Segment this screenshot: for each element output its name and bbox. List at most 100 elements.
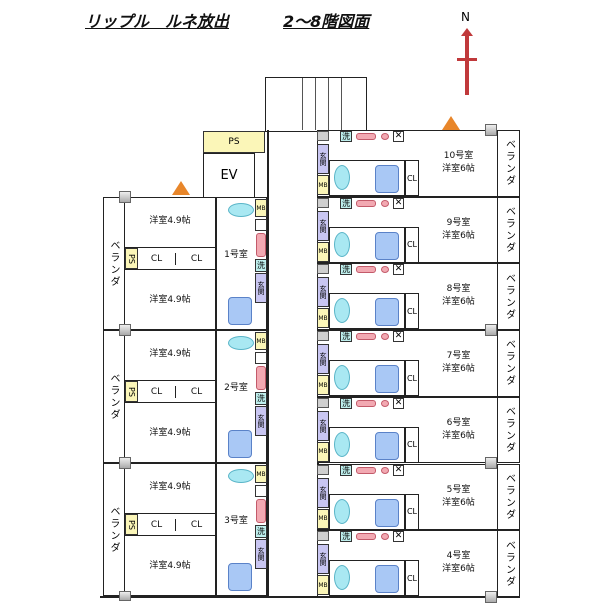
meter-box: MB [317, 508, 329, 529]
meter-box: MB [317, 375, 329, 396]
column-icon [119, 191, 131, 203]
washbasin-icon [256, 366, 266, 390]
bathtub-icon [375, 565, 399, 594]
vent-icon: ✕ [393, 131, 404, 142]
toilet-icon [334, 565, 350, 591]
entrance: 玄関 [255, 539, 267, 569]
marker-triangle-icon [442, 116, 460, 130]
washer-icon [356, 333, 376, 341]
wash-label: 洗 [255, 259, 267, 272]
column-icon [485, 124, 497, 136]
wash-label: 洗 [255, 392, 267, 405]
western-room-label: 洋室6帖 [442, 230, 475, 241]
unit-name: 2号室 [224, 383, 248, 393]
entrance: 玄関 [317, 210, 329, 241]
meter-box: MB [255, 199, 267, 217]
staircase [265, 77, 367, 132]
wash-label: 洗 [340, 464, 352, 476]
veranda: ベランダ [497, 196, 520, 264]
column-icon [485, 324, 497, 336]
washer-icon [356, 533, 376, 541]
washer-icon [356, 199, 376, 207]
western-room-label: 洋室4.9帖 [149, 428, 191, 438]
veranda: ベランダ [103, 330, 125, 463]
meter-box: MB [317, 241, 329, 262]
toilet-icon [334, 165, 350, 190]
unit-name: 3号室 [224, 516, 248, 526]
western-room-label: 洋室6帖 [442, 430, 475, 441]
wash-label: 洗 [340, 397, 352, 409]
pipe-space [317, 197, 329, 208]
vent-icon: ✕ [393, 197, 404, 209]
entrance: 玄関 [317, 544, 329, 575]
meter-box: MB [317, 308, 329, 329]
unit-name: 4号室 [446, 551, 471, 562]
toilet-icon [334, 365, 350, 391]
pipe-space [317, 464, 329, 475]
closet-label: CL [138, 253, 176, 265]
veranda: ベランダ [497, 130, 520, 197]
marker-triangle-icon [172, 181, 190, 195]
washbasin-icon [256, 233, 266, 257]
closet-label: CL [190, 520, 203, 530]
column-icon [119, 457, 131, 469]
closet-row [125, 513, 215, 536]
pipe-space [317, 397, 329, 408]
washer-icon [356, 133, 376, 140]
meter-box: MB [317, 575, 329, 596]
north-label: N [461, 10, 470, 24]
unit-name: 1号室 [224, 250, 248, 260]
sink-icon [381, 266, 389, 274]
bathtub-icon [375, 298, 399, 327]
vent-icon: ✕ [393, 531, 404, 543]
veranda: ベランダ [497, 263, 520, 331]
washer-icon [356, 399, 376, 407]
toilet-icon [334, 231, 350, 257]
closet-label: CL [405, 426, 419, 463]
vent-icon: ✕ [393, 464, 404, 476]
wash-label: 洗 [255, 525, 267, 538]
bathtub-icon [375, 431, 399, 460]
western-room-label: 洋室4.9帖 [149, 295, 191, 305]
closet-label: CL [405, 493, 419, 530]
pipe-space [317, 531, 329, 542]
entrance: 玄関 [317, 277, 329, 308]
column-icon [119, 324, 131, 336]
veranda: ベランダ [103, 197, 125, 330]
western-room-label: 洋室4.9帖 [149, 349, 191, 359]
closet-row [125, 380, 215, 403]
wash-label: 洗 [340, 331, 352, 343]
closet-label: CL [405, 360, 419, 397]
ps-shaft: PS [125, 248, 138, 269]
toilet-icon [334, 431, 350, 457]
western-room-label: 洋室6帖 [442, 297, 475, 308]
meter-box: MB [255, 465, 267, 483]
closet-label: CL [190, 254, 203, 264]
pipe-space [317, 131, 329, 141]
bathtub-icon [375, 365, 399, 394]
meter-box: MB [255, 332, 267, 350]
washer-icon [356, 266, 376, 274]
column-icon [485, 457, 497, 469]
bathtub-icon [375, 231, 399, 260]
closet-label: CL [138, 386, 176, 398]
vent-icon [255, 219, 267, 231]
unit-name: 7号室 [446, 351, 471, 362]
wall-divider [215, 197, 217, 330]
vent-icon [255, 352, 267, 364]
closet-label: CL [405, 293, 419, 330]
sink-icon [381, 399, 389, 407]
closet-label: CL [405, 160, 419, 196]
toilet-icon [228, 336, 254, 350]
entrance: 玄関 [255, 406, 267, 436]
wall-divider [215, 463, 217, 596]
toilet-icon [334, 298, 350, 324]
vent-icon [255, 485, 267, 497]
closet-row [125, 247, 215, 270]
western-room-label: 洋室4.9帖 [149, 216, 191, 226]
closet-label: CL [405, 226, 419, 263]
unit-name: 10号室 [443, 151, 474, 161]
bathtub-icon [228, 430, 252, 458]
wash-label: 洗 [340, 131, 352, 142]
pipe-space [317, 264, 329, 275]
